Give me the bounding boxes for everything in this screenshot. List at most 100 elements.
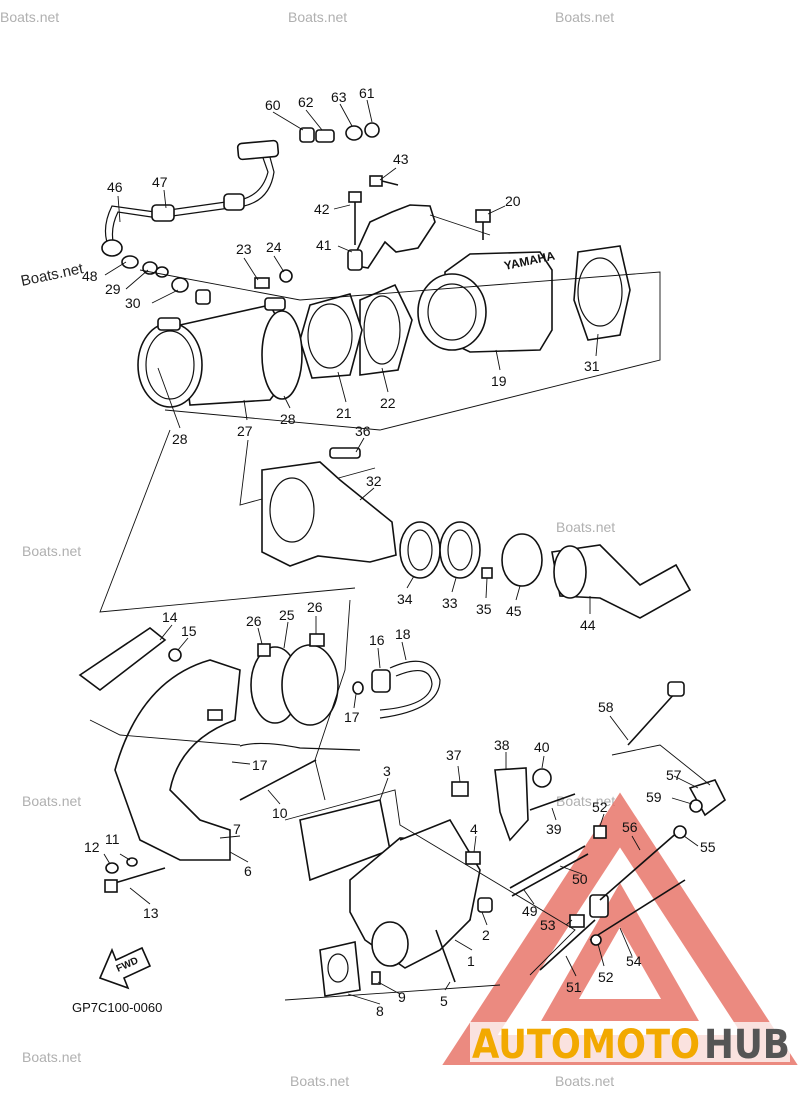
leader-22 <box>381 367 389 393</box>
leader-25 <box>283 621 289 649</box>
sensor-58-head <box>667 681 685 697</box>
watermark-text: Boats.net <box>288 9 347 25</box>
callout-11: 11 <box>105 831 120 847</box>
plate-38 <box>494 767 529 842</box>
callout-29: 29 <box>105 281 121 297</box>
exhaust-manifold-1 <box>299 799 493 997</box>
gasket-8 <box>319 941 361 997</box>
leader-59 <box>671 797 693 805</box>
leader-20 <box>487 205 506 215</box>
watermark-text: Boats.net <box>556 793 615 809</box>
leader-lines <box>103 99 699 1005</box>
clamp-28-right <box>261 310 303 400</box>
callout-4: 4 <box>470 821 478 837</box>
callout-20: 20 <box>505 193 521 209</box>
nut-52 <box>593 825 607 839</box>
leader-33 <box>451 577 457 593</box>
callout-58: 58 <box>598 699 614 715</box>
bolt-4 <box>465 851 481 865</box>
callout-8: 8 <box>376 1003 384 1019</box>
callout-42: 42 <box>314 201 330 217</box>
pipe-49-50-edge <box>511 853 589 897</box>
clamp-screw <box>264 297 286 311</box>
fitting-29b <box>155 266 169 278</box>
leader-57 <box>673 775 699 789</box>
washer-59 <box>689 799 703 813</box>
leader-41 <box>337 245 353 253</box>
callout-54: 54 <box>626 953 642 969</box>
flange-21-hole <box>307 303 353 369</box>
leader-52b <box>597 943 605 967</box>
watermark-group: Boats.net Boats.net Boats.net Boats.net … <box>0 9 615 1089</box>
bolt-42-head <box>348 191 362 203</box>
callout-12: 12 <box>84 839 100 855</box>
leader-15 <box>177 637 189 651</box>
callout-5: 5 <box>440 993 448 1009</box>
leader-42 <box>333 204 351 210</box>
leader-28b <box>157 367 181 429</box>
cooling-hose-edge <box>111 149 275 253</box>
callout-19: 19 <box>491 373 507 389</box>
watermark-text: Boats.net <box>22 1049 81 1065</box>
callout-38: 38 <box>494 737 510 753</box>
clamp-28-left <box>137 322 203 408</box>
callout-41: 41 <box>316 237 332 253</box>
callout-48: 48 <box>82 268 98 284</box>
bracket-assembly <box>347 175 491 271</box>
callout-16: 16 <box>369 632 385 648</box>
watermark-text: Boats.net <box>555 1073 614 1089</box>
fwd-arrow-icon <box>98 946 152 990</box>
leader-45 <box>515 585 521 601</box>
leader-52 <box>599 813 605 827</box>
leader-53 <box>565 919 573 926</box>
callout-32: 32 <box>366 473 382 489</box>
leader-61 <box>366 99 373 123</box>
clip-52 <box>590 934 602 946</box>
fitting-56-lower <box>589 894 609 918</box>
hose-end <box>101 239 123 257</box>
leader-62 <box>305 109 323 131</box>
grommet-40 <box>532 768 552 788</box>
logo-triangle-inner <box>541 882 699 1021</box>
leader-54 <box>619 927 633 957</box>
leader-32 <box>359 487 375 501</box>
callout-22: 22 <box>380 395 396 411</box>
callout-56: 56 <box>622 819 638 835</box>
group-outline-mid <box>314 599 351 801</box>
leader-19 <box>495 349 501 371</box>
bolt-23 <box>254 277 270 289</box>
callout-28-right: 28 <box>280 411 296 427</box>
leader-14 <box>159 624 173 641</box>
callout-24: 24 <box>266 239 282 255</box>
washer-55 <box>673 825 687 839</box>
leader-27 <box>243 399 248 421</box>
leader-21 <box>337 371 347 403</box>
callout-17-lower: 17 <box>252 757 268 773</box>
leader-60 <box>272 111 304 131</box>
fitting-16 <box>371 669 391 693</box>
callout-1: 1 <box>467 953 475 969</box>
clamp-screw <box>207 709 223 721</box>
callout-37: 37 <box>446 747 462 763</box>
leader-46 <box>117 195 121 223</box>
muffler-port-inner <box>427 283 477 341</box>
elbow-port <box>269 477 315 543</box>
clamp-26 <box>257 643 271 657</box>
callout-2: 2 <box>482 927 490 943</box>
callout-17-upper: 17 <box>344 709 360 725</box>
watermark-text: Boats.net <box>19 260 85 290</box>
leader-2 <box>481 911 488 926</box>
callout-53: 53 <box>540 917 556 933</box>
clamp-26 <box>309 633 325 647</box>
nut-12 <box>105 862 119 874</box>
hose-44-end <box>553 545 587 599</box>
gasket-31-hole <box>577 257 623 327</box>
nipple-62 <box>315 129 335 143</box>
bolt-36 <box>329 447 361 459</box>
callout-6: 6 <box>244 863 252 879</box>
leader-40 <box>541 755 545 769</box>
callout-10: 10 <box>272 805 288 821</box>
watermark-text: Boats.net <box>555 9 614 25</box>
